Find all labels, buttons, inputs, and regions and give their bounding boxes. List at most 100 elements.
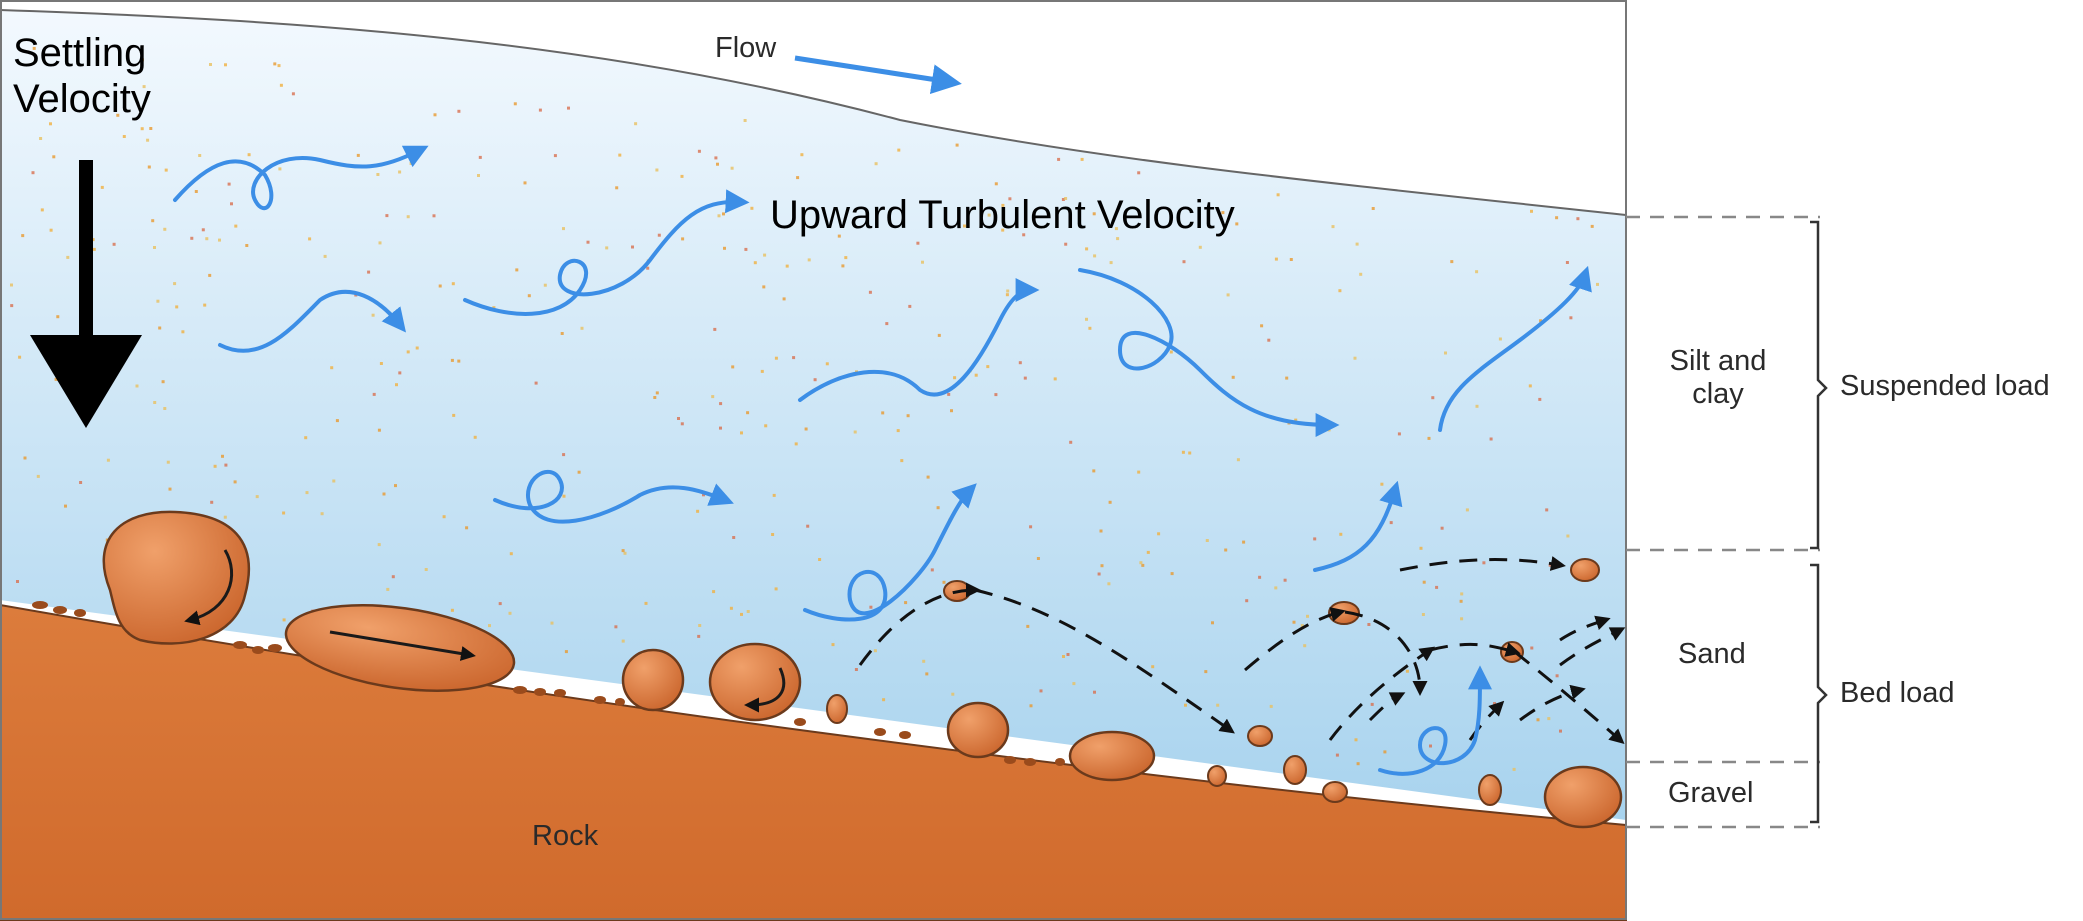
sediment-speck (794, 442, 798, 446)
sediment-speck (1066, 653, 1070, 656)
sediment-speck (1097, 572, 1101, 576)
sediment-speck (1184, 703, 1187, 707)
sediment-speck (1530, 209, 1533, 213)
sediment-speck (208, 273, 212, 277)
sediment-speck (562, 227, 565, 231)
sediment-speck (32, 46, 36, 50)
sediment-speck (908, 304, 912, 308)
sediment-speck (1211, 621, 1214, 625)
sediment-speck (1370, 702, 1374, 706)
sediment-speck (712, 590, 716, 594)
sediment-speck (442, 515, 446, 519)
sediment-speck (304, 436, 308, 440)
sediment-speck (218, 238, 221, 242)
sediment-speck (1023, 376, 1027, 380)
sediment-speck (194, 190, 198, 193)
sediment-speck (906, 414, 910, 418)
sediment-speck (716, 162, 719, 166)
sediment-speck (655, 391, 659, 395)
sediment-speck (224, 63, 227, 67)
sediment-speck (743, 119, 747, 122)
sediment-speck (406, 215, 410, 219)
sediment-speck (874, 162, 878, 166)
sediment-speck (732, 536, 736, 539)
sediment-speck (1114, 227, 1118, 231)
sediment-speck (746, 411, 750, 415)
sediment-speck (372, 392, 376, 396)
sediment-speck (1294, 418, 1298, 422)
sediment-speck (1566, 534, 1570, 538)
sediment-speck (1137, 171, 1141, 175)
sediment-speck (792, 356, 796, 360)
sediment-speck (146, 138, 150, 142)
sediment-speck (1339, 532, 1343, 536)
sediment-speck (1300, 624, 1304, 628)
sediment-speck (1383, 750, 1387, 754)
sediment-speck (774, 356, 778, 360)
sediment-speck (21, 234, 25, 238)
sediment-speck (1498, 337, 1502, 341)
sediment-speck (614, 625, 618, 629)
sediment-speck (1313, 537, 1317, 541)
sediment-speck (335, 419, 339, 423)
sediment-speck (926, 475, 930, 479)
sediment-speck (1460, 592, 1464, 596)
sediment-speck (1236, 458, 1240, 462)
sediment-speck (1008, 197, 1012, 201)
sediment-speck (950, 409, 953, 413)
sediment-speck (1569, 316, 1573, 320)
sediment-speck (553, 154, 557, 158)
sediment-speck (210, 500, 214, 504)
silt-and-clay-label: Silt and clay (1669, 345, 1767, 411)
sediment-speck (1422, 580, 1426, 584)
sediment-speck (1069, 440, 1073, 444)
sediment-speck (457, 109, 461, 113)
sediment-speck (807, 258, 811, 262)
sediment-speck (713, 327, 717, 331)
sediment-speck (986, 365, 990, 369)
sediment-speck (433, 113, 437, 117)
sediment-speck (450, 608, 454, 612)
sediment-speck (994, 182, 998, 186)
sediment-speck (1419, 546, 1423, 550)
sediment-speck (1371, 207, 1375, 210)
sediment-speck (1354, 738, 1358, 742)
sediment-speck (151, 219, 155, 223)
sediment-speck (1327, 428, 1331, 432)
sediment-speck (213, 464, 217, 468)
sediment-speck (398, 371, 402, 375)
sediment-speck (631, 245, 634, 249)
sediment-speck (1590, 224, 1594, 228)
sediment-speck (278, 167, 282, 171)
boulder-5 (946, 701, 1010, 759)
gravel-label: Gravel (1668, 777, 1754, 809)
suspended-load-label: Suspended load (1840, 370, 2050, 402)
sediment-speck (1356, 762, 1360, 766)
sediment-speck (513, 102, 517, 106)
sediment-speck (1029, 525, 1033, 529)
sediment-speck (1139, 561, 1143, 565)
sediment-speck (1107, 582, 1111, 586)
sediment-speck (740, 612, 743, 616)
sediment-speck (722, 212, 725, 216)
sediment-speck (245, 244, 249, 247)
sediment-speck (1242, 540, 1246, 544)
sediment-speck (1475, 404, 1479, 408)
sediment-speck (1092, 212, 1096, 216)
turbulence-arrows (173, 145, 1592, 776)
sediment-speck (308, 237, 312, 241)
bed-load-label: Bed load (1840, 677, 1955, 709)
sediment-speck (1489, 437, 1493, 441)
boulder-4 (708, 642, 802, 722)
sediment-speck (1405, 669, 1409, 673)
turbulence-arrow-2 (218, 289, 406, 353)
sediment-speck (937, 333, 941, 337)
sediment-speck (356, 153, 360, 157)
sediment-speck (1221, 211, 1225, 215)
sediment-speck (377, 428, 381, 432)
sediment-speck (560, 332, 564, 335)
boulder-6 (1068, 730, 1156, 782)
sediment-speck (367, 270, 371, 274)
turbulence-arrow-4 (493, 469, 734, 524)
sediment-speck (947, 392, 951, 396)
